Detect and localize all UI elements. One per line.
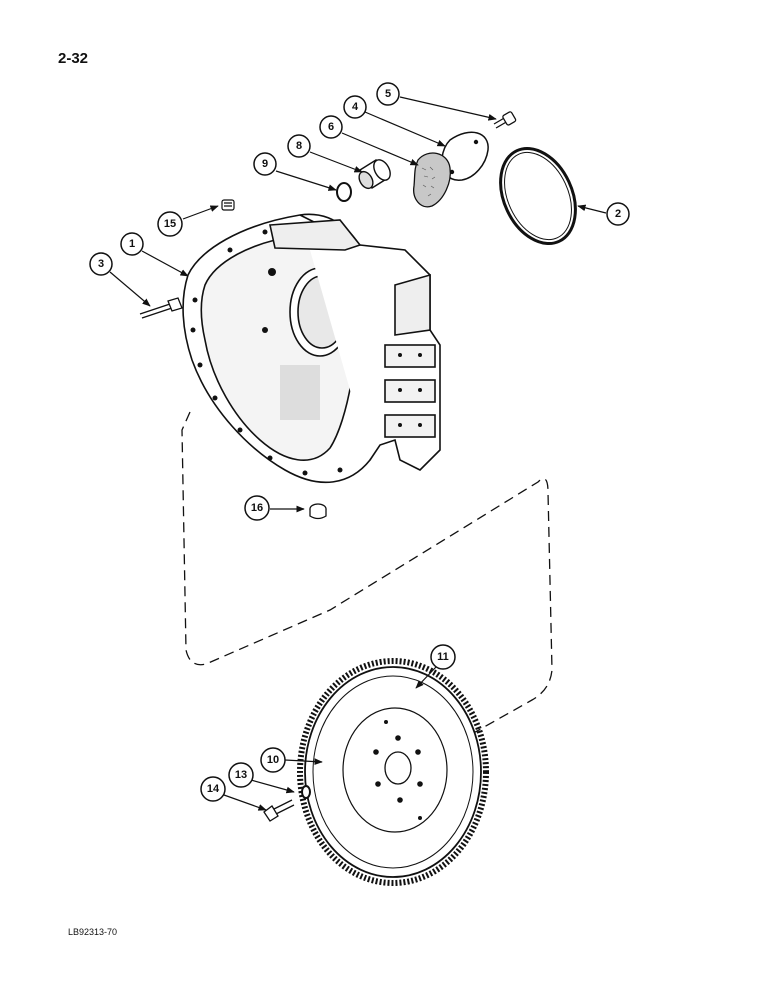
- callout-3: 3: [89, 252, 113, 276]
- cap-screw-3: [139, 297, 183, 319]
- plug-16: [309, 503, 327, 520]
- callout-1-label: 1: [129, 238, 135, 250]
- assembly-dashed-outline: [181, 411, 553, 736]
- callout-14: 14: [200, 776, 226, 802]
- callout-11: 11: [430, 644, 456, 670]
- gasket: [413, 152, 451, 208]
- callout-5: 5: [376, 82, 400, 106]
- callout-9: 9: [253, 152, 277, 176]
- cover-plate: [440, 131, 489, 181]
- callout-10: 10: [260, 747, 286, 773]
- seal-ring: [336, 182, 352, 202]
- flywheel: [297, 658, 489, 886]
- callout-9-label: 9: [262, 158, 268, 170]
- plug-15: [221, 199, 235, 211]
- reference-code: LB92313-70: [68, 927, 118, 937]
- callout-8-label: 8: [296, 140, 302, 152]
- callout-8: 8: [287, 134, 311, 158]
- leader-lines: [109, 96, 607, 811]
- callout-4-label: 4: [352, 101, 359, 113]
- cap-screw-5: [493, 111, 517, 129]
- callout-15-label: 15: [164, 218, 176, 230]
- fitting: [358, 159, 391, 190]
- callout-16-label: 16: [251, 502, 263, 514]
- callout-5-label: 5: [385, 88, 391, 100]
- callout-14-label: 14: [207, 783, 220, 795]
- washer: [301, 785, 311, 799]
- page-number: 2-32: [58, 50, 89, 67]
- callout-15: 15: [157, 211, 183, 237]
- callout-11-label: 11: [437, 651, 449, 663]
- callout-2-label: 2: [615, 208, 621, 220]
- callout-10-label: 10: [267, 754, 279, 766]
- callout-3-label: 3: [98, 258, 104, 270]
- callout-2: 2: [606, 202, 630, 226]
- callout-13-label: 13: [235, 769, 247, 781]
- cap-screw-14: [263, 799, 295, 822]
- flywheel-housing: [182, 213, 441, 484]
- callout-13: 13: [228, 762, 254, 788]
- callout-4: 4: [343, 95, 367, 119]
- callout-6: 6: [319, 115, 343, 139]
- callout-1: 1: [120, 232, 144, 256]
- o-ring: [499, 146, 577, 246]
- callout-6-label: 6: [328, 121, 334, 133]
- callout-16: 16: [244, 495, 270, 521]
